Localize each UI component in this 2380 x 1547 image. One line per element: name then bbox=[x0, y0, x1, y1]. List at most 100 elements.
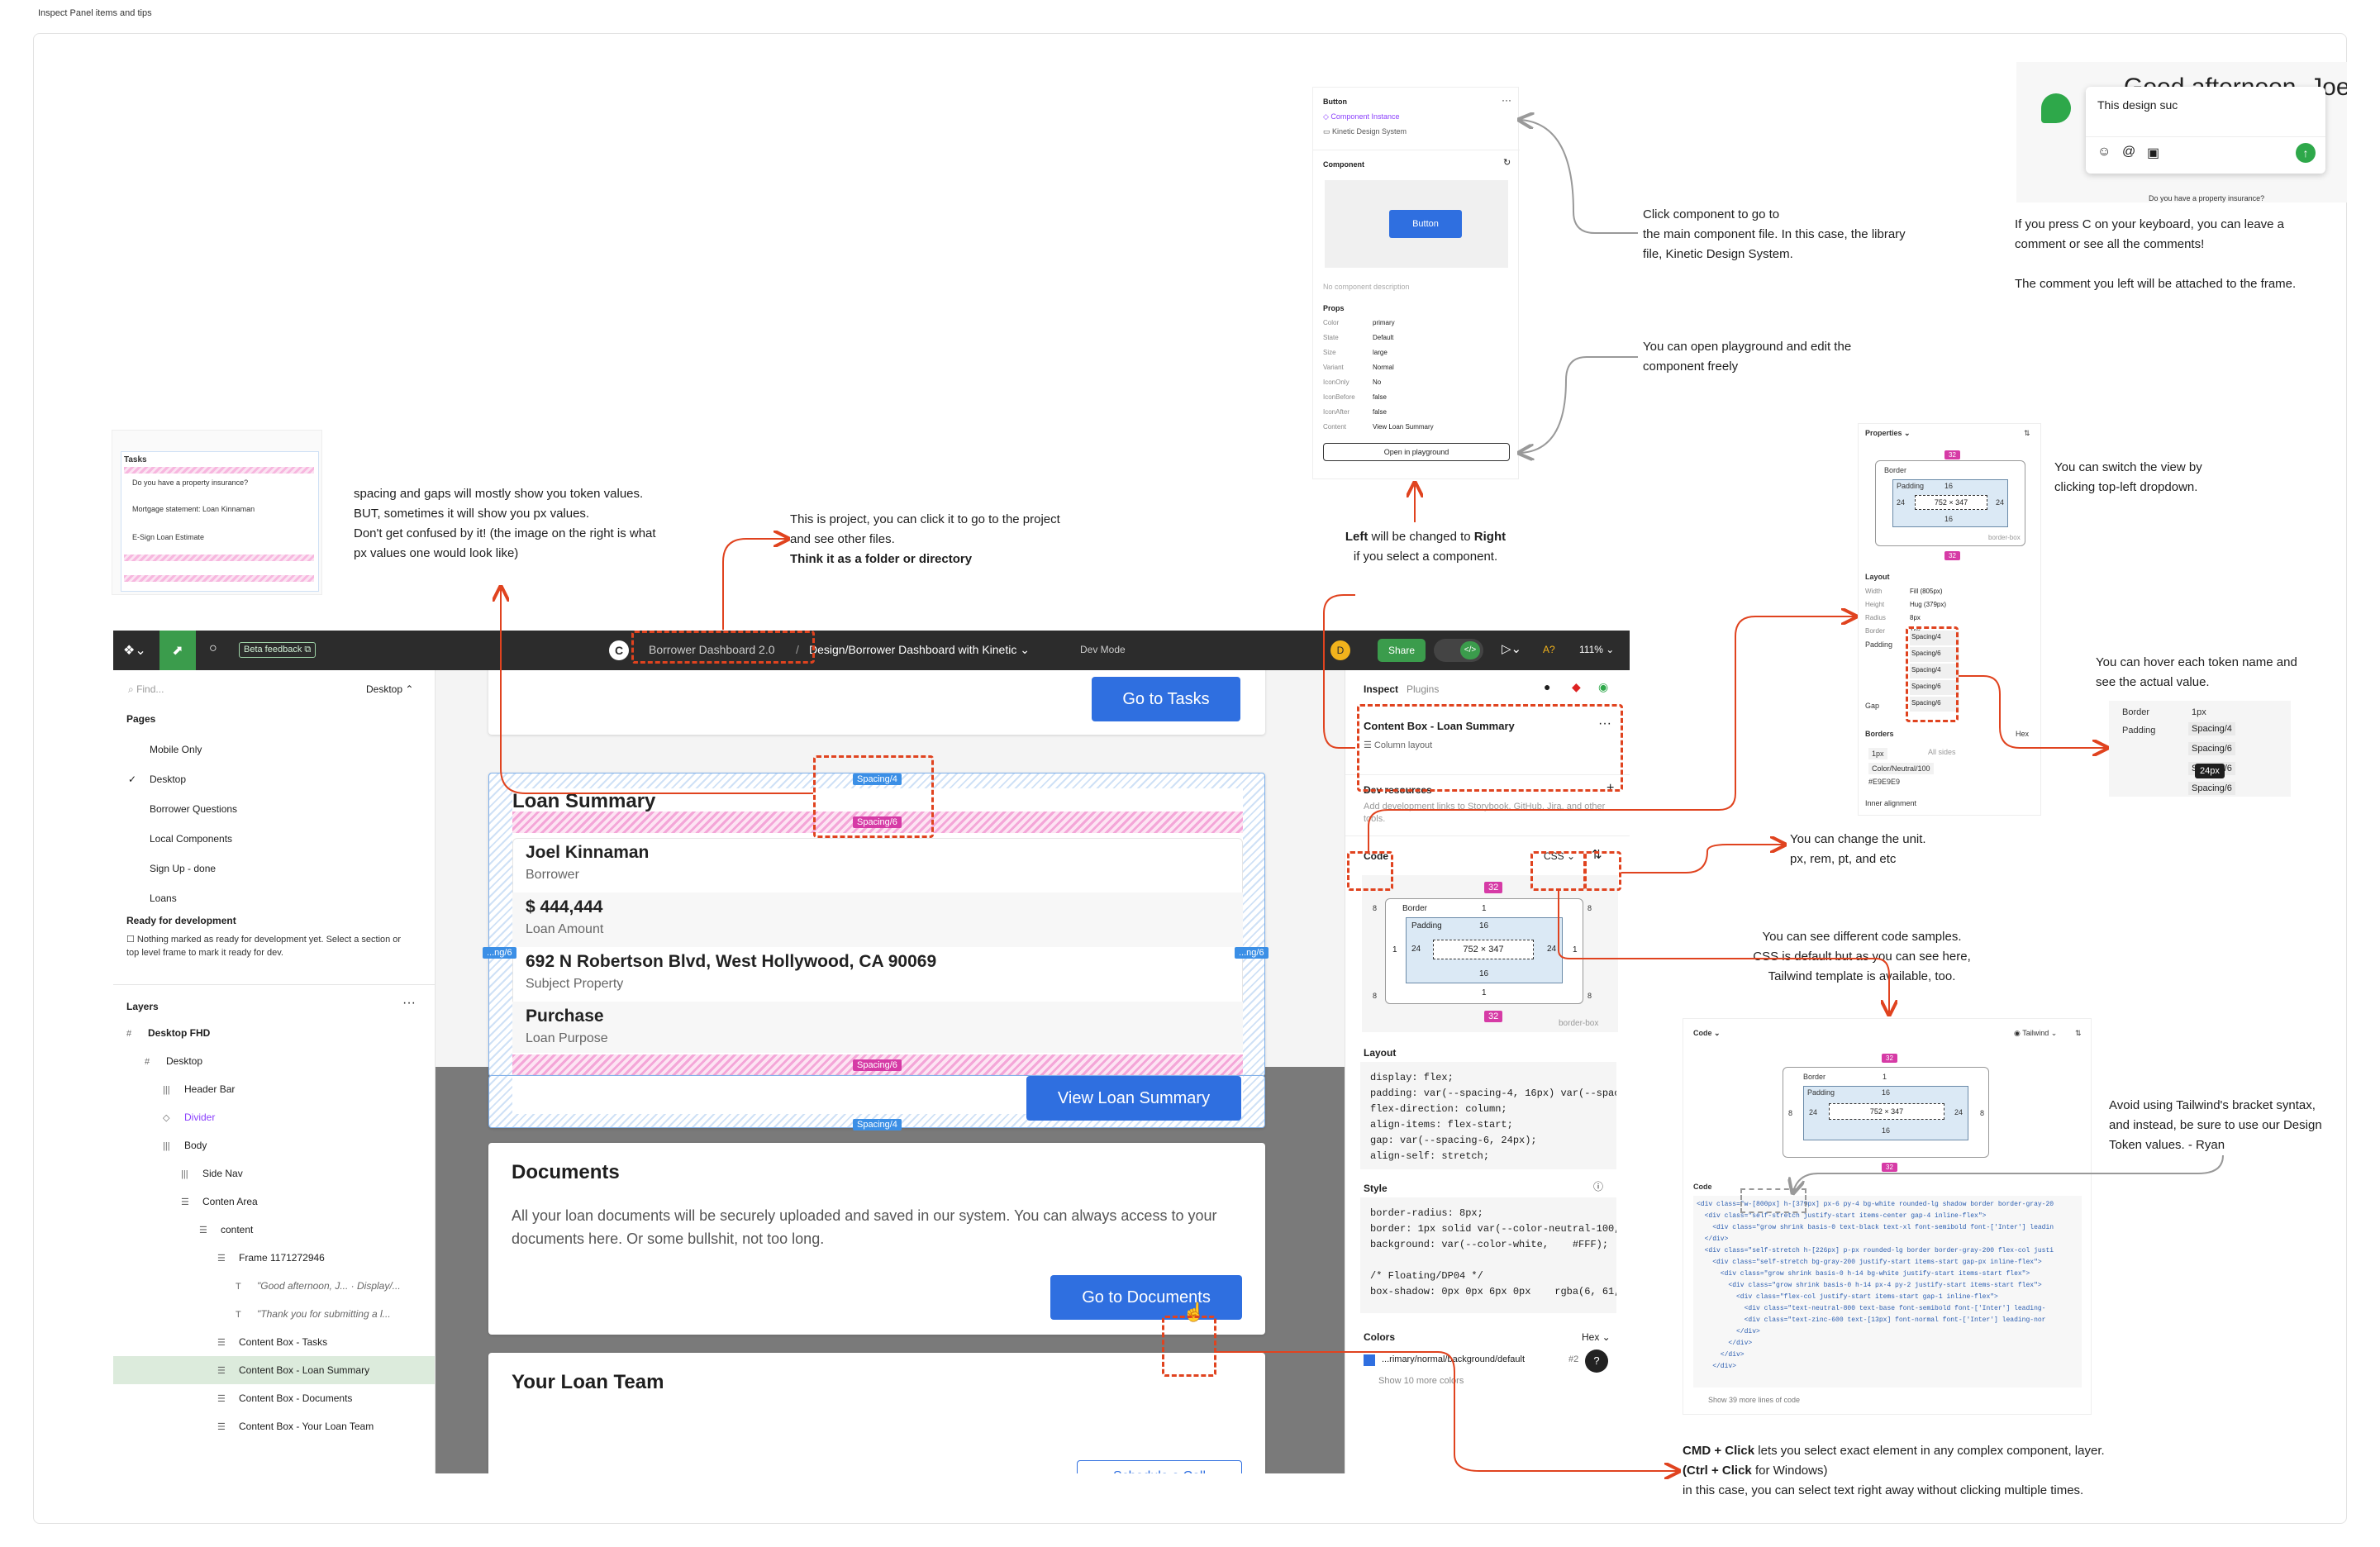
select-tool-icon[interactable]: ⬈ bbox=[159, 631, 196, 670]
content-box-loan-team[interactable]: Your Loan Team Schedule a Call bbox=[488, 1353, 1265, 1473]
page-item[interactable]: Mobile Only bbox=[126, 735, 424, 764]
properties-dropdown[interactable]: Properties ⌄ bbox=[1865, 429, 1911, 437]
spacing-token[interactable]: Spacing/6 bbox=[1910, 680, 1959, 695]
layer-item[interactable]: T "Good afternoon, J... · Display/... bbox=[113, 1272, 435, 1300]
spacing-token[interactable]: Spacing/6 bbox=[1910, 647, 1959, 662]
file-name[interactable]: Design/Borrower Dashboard with Kinetic ⌄ bbox=[809, 643, 1030, 656]
info-icon[interactable]: ⓘ bbox=[1593, 1181, 1604, 1192]
border-sides[interactable]: All sides bbox=[1928, 748, 1956, 756]
page-item[interactable]: Loans bbox=[126, 883, 424, 913]
layer-item[interactable]: ☰ Conten Area bbox=[113, 1188, 435, 1216]
border-color[interactable]: Color/Neutral/100 bbox=[1868, 763, 1934, 774]
page-item[interactable]: Local Components bbox=[126, 824, 424, 854]
go-to-tasks-button[interactable]: Go to Tasks bbox=[1092, 677, 1240, 721]
layers-more-icon[interactable]: ··· bbox=[402, 996, 416, 1010]
layer-item[interactable]: ☰ Content Box - Loan Summary bbox=[113, 1356, 435, 1384]
comment-pin-icon[interactable] bbox=[2041, 93, 2071, 123]
jira-icon[interactable]: ◆ bbox=[1572, 680, 1581, 693]
row-value[interactable]: Fill (805px) bbox=[1910, 588, 1943, 595]
more-icon[interactable]: ··· bbox=[1502, 94, 1511, 106]
layer-item[interactable]: # Desktop FHD bbox=[113, 1019, 435, 1047]
tab-inspect[interactable]: Inspect bbox=[1364, 683, 1399, 695]
border-width[interactable]: 1px bbox=[1868, 748, 1887, 759]
find-input[interactable]: ⌕ Find... bbox=[128, 683, 164, 695]
spacing-token[interactable]: Spacing/4 bbox=[1910, 631, 1959, 645]
row-value[interactable]: 8px bbox=[1910, 614, 1921, 621]
zoom-level[interactable]: 111% ⌄ bbox=[1579, 644, 1615, 655]
loan-row[interactable]: 692 N Robertson Blvd, West Hollywood, CA… bbox=[526, 952, 1253, 1005]
layer-item[interactable]: ||| Side Nav bbox=[113, 1159, 435, 1188]
page-dropdown[interactable]: Desktop ⌃ bbox=[366, 683, 414, 695]
mention-icon[interactable]: @ bbox=[2122, 145, 2136, 159]
language-dropdown[interactable]: ◉ Tailwind ⌄ bbox=[2014, 1029, 2058, 1037]
content-box-documents[interactable]: Documents All your loan documents will b… bbox=[488, 1143, 1265, 1335]
code-dropdown[interactable]: Code ⌄ bbox=[1693, 1029, 1721, 1037]
figma-menu-icon[interactable]: ❖⌄ bbox=[123, 644, 146, 658]
layer-item[interactable]: ◇ Divider bbox=[113, 1103, 435, 1131]
share-button[interactable]: Share bbox=[1378, 639, 1426, 662]
token-name[interactable]: Spacing/6 bbox=[2188, 742, 2235, 755]
settings-icon[interactable]: ⇅ bbox=[2024, 429, 2030, 437]
present-icon[interactable]: ▷⌄ bbox=[1502, 642, 1522, 656]
show-more-lines[interactable]: Show 39 more lines of code bbox=[1708, 1396, 1801, 1404]
refresh-icon[interactable]: ↻ bbox=[1503, 158, 1511, 168]
user-avatar[interactable]: D bbox=[1330, 640, 1350, 660]
page-item[interactable]: Borrower Questions bbox=[126, 794, 424, 824]
page-item[interactable]: ✓Desktop bbox=[126, 764, 424, 794]
layer-item[interactable]: ||| Header Bar bbox=[113, 1075, 435, 1103]
layer-item[interactable]: ☰ Content Box - Tasks bbox=[113, 1328, 435, 1356]
layer-item[interactable]: ||| Body bbox=[113, 1131, 435, 1159]
loan-team-title[interactable]: Your Loan Team bbox=[512, 1371, 664, 1393]
image-icon[interactable]: ▣ bbox=[2147, 146, 2160, 160]
show-more-colors[interactable]: Show 10 more colors bbox=[1378, 1376, 1464, 1386]
storybook-icon[interactable]: ◉ bbox=[1598, 680, 1609, 693]
loan-summary-title[interactable]: Loan Summary bbox=[512, 790, 656, 812]
page-item[interactable]: Sign Up - done bbox=[126, 854, 424, 883]
github-icon[interactable]: ● bbox=[1544, 680, 1551, 693]
row-value[interactable]: Hug (379px) bbox=[1910, 601, 1947, 608]
documents-title[interactable]: Documents bbox=[512, 1161, 620, 1183]
token-name[interactable]: Spacing/4 bbox=[2188, 722, 2235, 735]
open-playground-button[interactable]: Open in playground bbox=[1323, 443, 1510, 461]
view-loan-summary-button[interactable]: View Loan Summary bbox=[1026, 1076, 1241, 1121]
prop-value: View Loan Summary bbox=[1373, 423, 1434, 431]
content-box-tasks[interactable]: Go to Tasks bbox=[488, 670, 1265, 735]
settings-icon[interactable]: ⇅ bbox=[2075, 1029, 2082, 1037]
layer-item[interactable]: ☰ Frame 1171272946 bbox=[113, 1244, 435, 1272]
documents-text[interactable]: All your loan documents will be securely… bbox=[512, 1207, 1217, 1247]
token-name[interactable]: Spacing/6 bbox=[2188, 782, 2235, 795]
layer-item[interactable]: ☰ content bbox=[113, 1216, 435, 1244]
help-icon[interactable]: ? bbox=[1585, 1349, 1608, 1373]
layer-item[interactable]: ☰ Content Box - Documents bbox=[113, 1384, 435, 1412]
send-comment-button[interactable]: ↑ bbox=[2296, 143, 2316, 163]
component-instance-link[interactable]: ◇ Component Instance bbox=[1323, 112, 1400, 121]
spacing-token[interactable]: Spacing/6 bbox=[1910, 697, 1959, 712]
layer-item[interactable]: # Desktop bbox=[113, 1047, 435, 1075]
layer-item[interactable]: ☰ Content Box - Your Loan Team bbox=[113, 1412, 435, 1440]
comment-box[interactable]: This design suc ☺ @ ▣ ↑ bbox=[2086, 87, 2325, 174]
layout-code[interactable]: display: flex; padding: var(--spacing-4,… bbox=[1360, 1062, 1616, 1169]
dev-mode-toggle[interactable]: </> bbox=[1434, 639, 1483, 662]
accessibility-icon[interactable]: A? bbox=[1543, 644, 1555, 655]
library-link[interactable]: ▭ Kinetic Design System bbox=[1323, 127, 1407, 136]
preview-button[interactable]: Button bbox=[1389, 210, 1462, 238]
schedule-call-button[interactable]: Schedule a Call bbox=[1077, 1460, 1242, 1473]
comment-input[interactable]: This design suc bbox=[2097, 98, 2178, 112]
color-token-name[interactable]: ...rimary/normal/background/default bbox=[1382, 1354, 1526, 1364]
comment-tool-icon[interactable]: ○ bbox=[209, 641, 217, 655]
hex-label[interactable]: Hex bbox=[2016, 730, 2030, 738]
color-mode-dropdown[interactable]: Hex ⌄ bbox=[1582, 1331, 1611, 1343]
beta-feedback-button[interactable]: Beta feedback ⧉ bbox=[239, 642, 317, 658]
tailwind-code-block[interactable]: <div class="w-[800px] h-[379px] px-6 py-… bbox=[1693, 1196, 2082, 1388]
spacing-token[interactable]: Spacing/4 bbox=[1910, 664, 1959, 678]
emoji-icon[interactable]: ☺ bbox=[2097, 145, 2111, 159]
tab-plugins[interactable]: Plugins bbox=[1407, 683, 1440, 695]
go-to-documents-button[interactable]: Go to Documents bbox=[1050, 1275, 1242, 1320]
layer-item[interactable]: T "Thank you for submitting a l... bbox=[113, 1300, 435, 1328]
style-code[interactable]: border-radius: 8px; border: 1px solid va… bbox=[1360, 1197, 1616, 1313]
